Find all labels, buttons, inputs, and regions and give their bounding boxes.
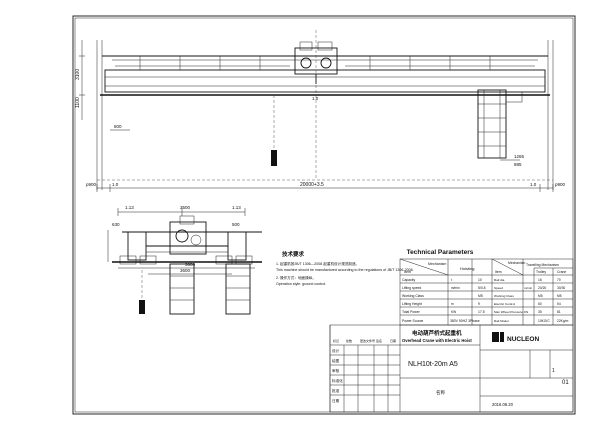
tp-left-value: 5/0.8 <box>478 286 486 290</box>
tb-sign-row-label: 审核 <box>332 368 340 373</box>
tp-left-item: Total Power <box>402 310 421 314</box>
tb-chinese-title: 电动葫芦桥式起重机 <box>412 329 462 337</box>
notes-title: 技术要求 <box>282 250 305 258</box>
tech-params-title: Technical Parameters <box>407 249 474 256</box>
tp-header-mechanism2: Mechanism <box>508 261 526 265</box>
front-elevation-view <box>79 30 554 192</box>
tp-right-crane: 54 <box>557 302 561 306</box>
tp-right-item: Electric Control <box>494 302 515 306</box>
tp-left-item: Working Class <box>402 294 424 298</box>
tp-header-item: Item <box>404 270 411 274</box>
tb-sign-row-label: 标准化 <box>332 378 343 383</box>
tp-right-trolley: 10KG/C <box>538 319 550 323</box>
tp-right-crane: 70 <box>557 278 561 282</box>
tb-sign-row-label: 设计 <box>332 348 340 353</box>
tp-right-crane: 81 <box>557 310 561 314</box>
dim-right-side-small2: 885 <box>514 162 522 167</box>
dim-section-bottom: 3600 <box>180 268 191 273</box>
tp-left-unit: t <box>451 278 452 282</box>
tp-right-crane: M5 <box>557 294 562 298</box>
dim-section-top-left: 1.13 <box>125 205 134 210</box>
tb-sign-row-label: 日期 <box>332 398 340 403</box>
notes-line1: 1. 起重机按JB/T 1306—2008 起重机设计规范制造。 <box>276 261 359 266</box>
tp-header-crane: Crane <box>557 270 566 274</box>
dim-small-left: 630 <box>112 222 120 227</box>
side-section-view <box>107 208 262 315</box>
tp-left-item: Lifting Height <box>402 302 422 306</box>
tp-right-unit: KN <box>524 310 528 314</box>
tp-left-value: 17.5 <box>478 310 485 314</box>
dim-bottom-span: 20000+3.5 <box>300 182 324 188</box>
dim-section-top-right: 1.13 <box>232 205 241 210</box>
tp-right-item: Rail dia <box>494 278 505 282</box>
tb-sign-row-label: 绘图 <box>332 358 340 363</box>
tp-right-trolley: 60 <box>538 302 542 306</box>
tech-params-table-grid <box>399 258 574 326</box>
dim-rail-label: 800 <box>114 124 122 129</box>
tp-left-item: Power Source <box>402 319 423 323</box>
tp-left-unit: m/min <box>451 286 460 290</box>
tp-header-mechanism: Mechanism <box>428 262 446 266</box>
tb-english-title: Overhead Crane with Electric Hoist <box>402 338 472 343</box>
sheet-border <box>72 15 576 415</box>
title-block-grid <box>329 324 574 413</box>
tp-left-value: 10 <box>478 278 482 282</box>
tb-count: 1 <box>552 368 555 374</box>
tb-sign-row-label: 批准 <box>332 388 340 393</box>
tp-header-hoisting: Hoisting <box>460 266 474 271</box>
notes-line3: 2. 操作方式：地面操纵。 <box>276 275 316 280</box>
dim-section-low: 3600 <box>185 262 196 267</box>
tp-right-unit: m/min <box>524 286 532 290</box>
tp-right-trolley: 16 <box>538 278 542 282</box>
tb-date: 2016.08.20 <box>492 402 514 407</box>
notes-line2: This machine should be manufactured acco… <box>276 268 414 272</box>
tp-right-trolley: 35 <box>538 310 542 314</box>
tp-right-trolley: 20/20 <box>538 286 546 290</box>
tp-left-value: 9 <box>478 302 480 306</box>
tp-left-value: 380V 50HZ 3Phase <box>450 319 480 323</box>
dim-mid-label: 1.0 <box>312 96 319 101</box>
dim-section-span: 3500 <box>180 205 191 210</box>
tb-model: NLH10t-20m A5 <box>408 361 458 368</box>
sheet-inner-border <box>74 17 574 413</box>
tb-sign-cols: 标记 处数 更改文件号签名 日期 <box>333 338 396 343</box>
tp-right-item: Speed <box>494 286 503 290</box>
tp-right-item: Rail Model <box>494 319 509 323</box>
dim-small-right: 500 <box>232 222 240 227</box>
nucleon-logo <box>492 332 504 342</box>
tp-left-value: M5 <box>478 294 483 298</box>
tb-sign-col-label: 更改文件号 <box>360 338 375 343</box>
tb-sign-col-label: 签名 <box>376 338 382 343</box>
dim-left-vertical-small: 1100 <box>75 97 81 108</box>
dim-right-side-small: 1265 <box>514 154 525 159</box>
dim-bottom-right: 1.0 <box>530 182 537 187</box>
tp-right-crane: 30/30 <box>557 286 565 290</box>
tb-company: NUCLEON <box>507 336 539 343</box>
tb-footer-label: 名称 <box>436 389 445 396</box>
tb-sign-col-label: 日期 <box>390 338 396 343</box>
tp-header-item2: Item <box>495 270 502 274</box>
tp-right-crane: 22Kg/m <box>557 319 569 323</box>
tb-sheet-no: 01 <box>562 380 569 386</box>
tb-sign-col-label: 标记 <box>333 338 339 343</box>
tp-left-item: Lifting speed <box>402 286 421 290</box>
tp-header-travelling: Travelling Mechanism <box>526 263 559 267</box>
tp-left-unit: KW <box>451 310 456 314</box>
tp-left-unit: m <box>451 302 454 306</box>
tp-right-trolley: M5 <box>538 294 543 298</box>
dim-bottom-left-end: p900 <box>86 182 97 187</box>
tp-left-item: Capacity <box>402 278 415 282</box>
tp-right-item: Max Wheel Pressure <box>494 310 523 314</box>
notes-line4: Operation style: ground control. <box>276 282 326 286</box>
tb-sign-col-label: 处数 <box>346 338 352 343</box>
dim-bottom-left: 1.0 <box>112 182 119 187</box>
tp-header-trolley: Trolley <box>536 270 546 274</box>
tp-right-item: Working Class <box>494 294 514 298</box>
dim-left-vertical: 3100 <box>75 69 81 80</box>
dim-bottom-right-end: p900 <box>555 182 566 187</box>
